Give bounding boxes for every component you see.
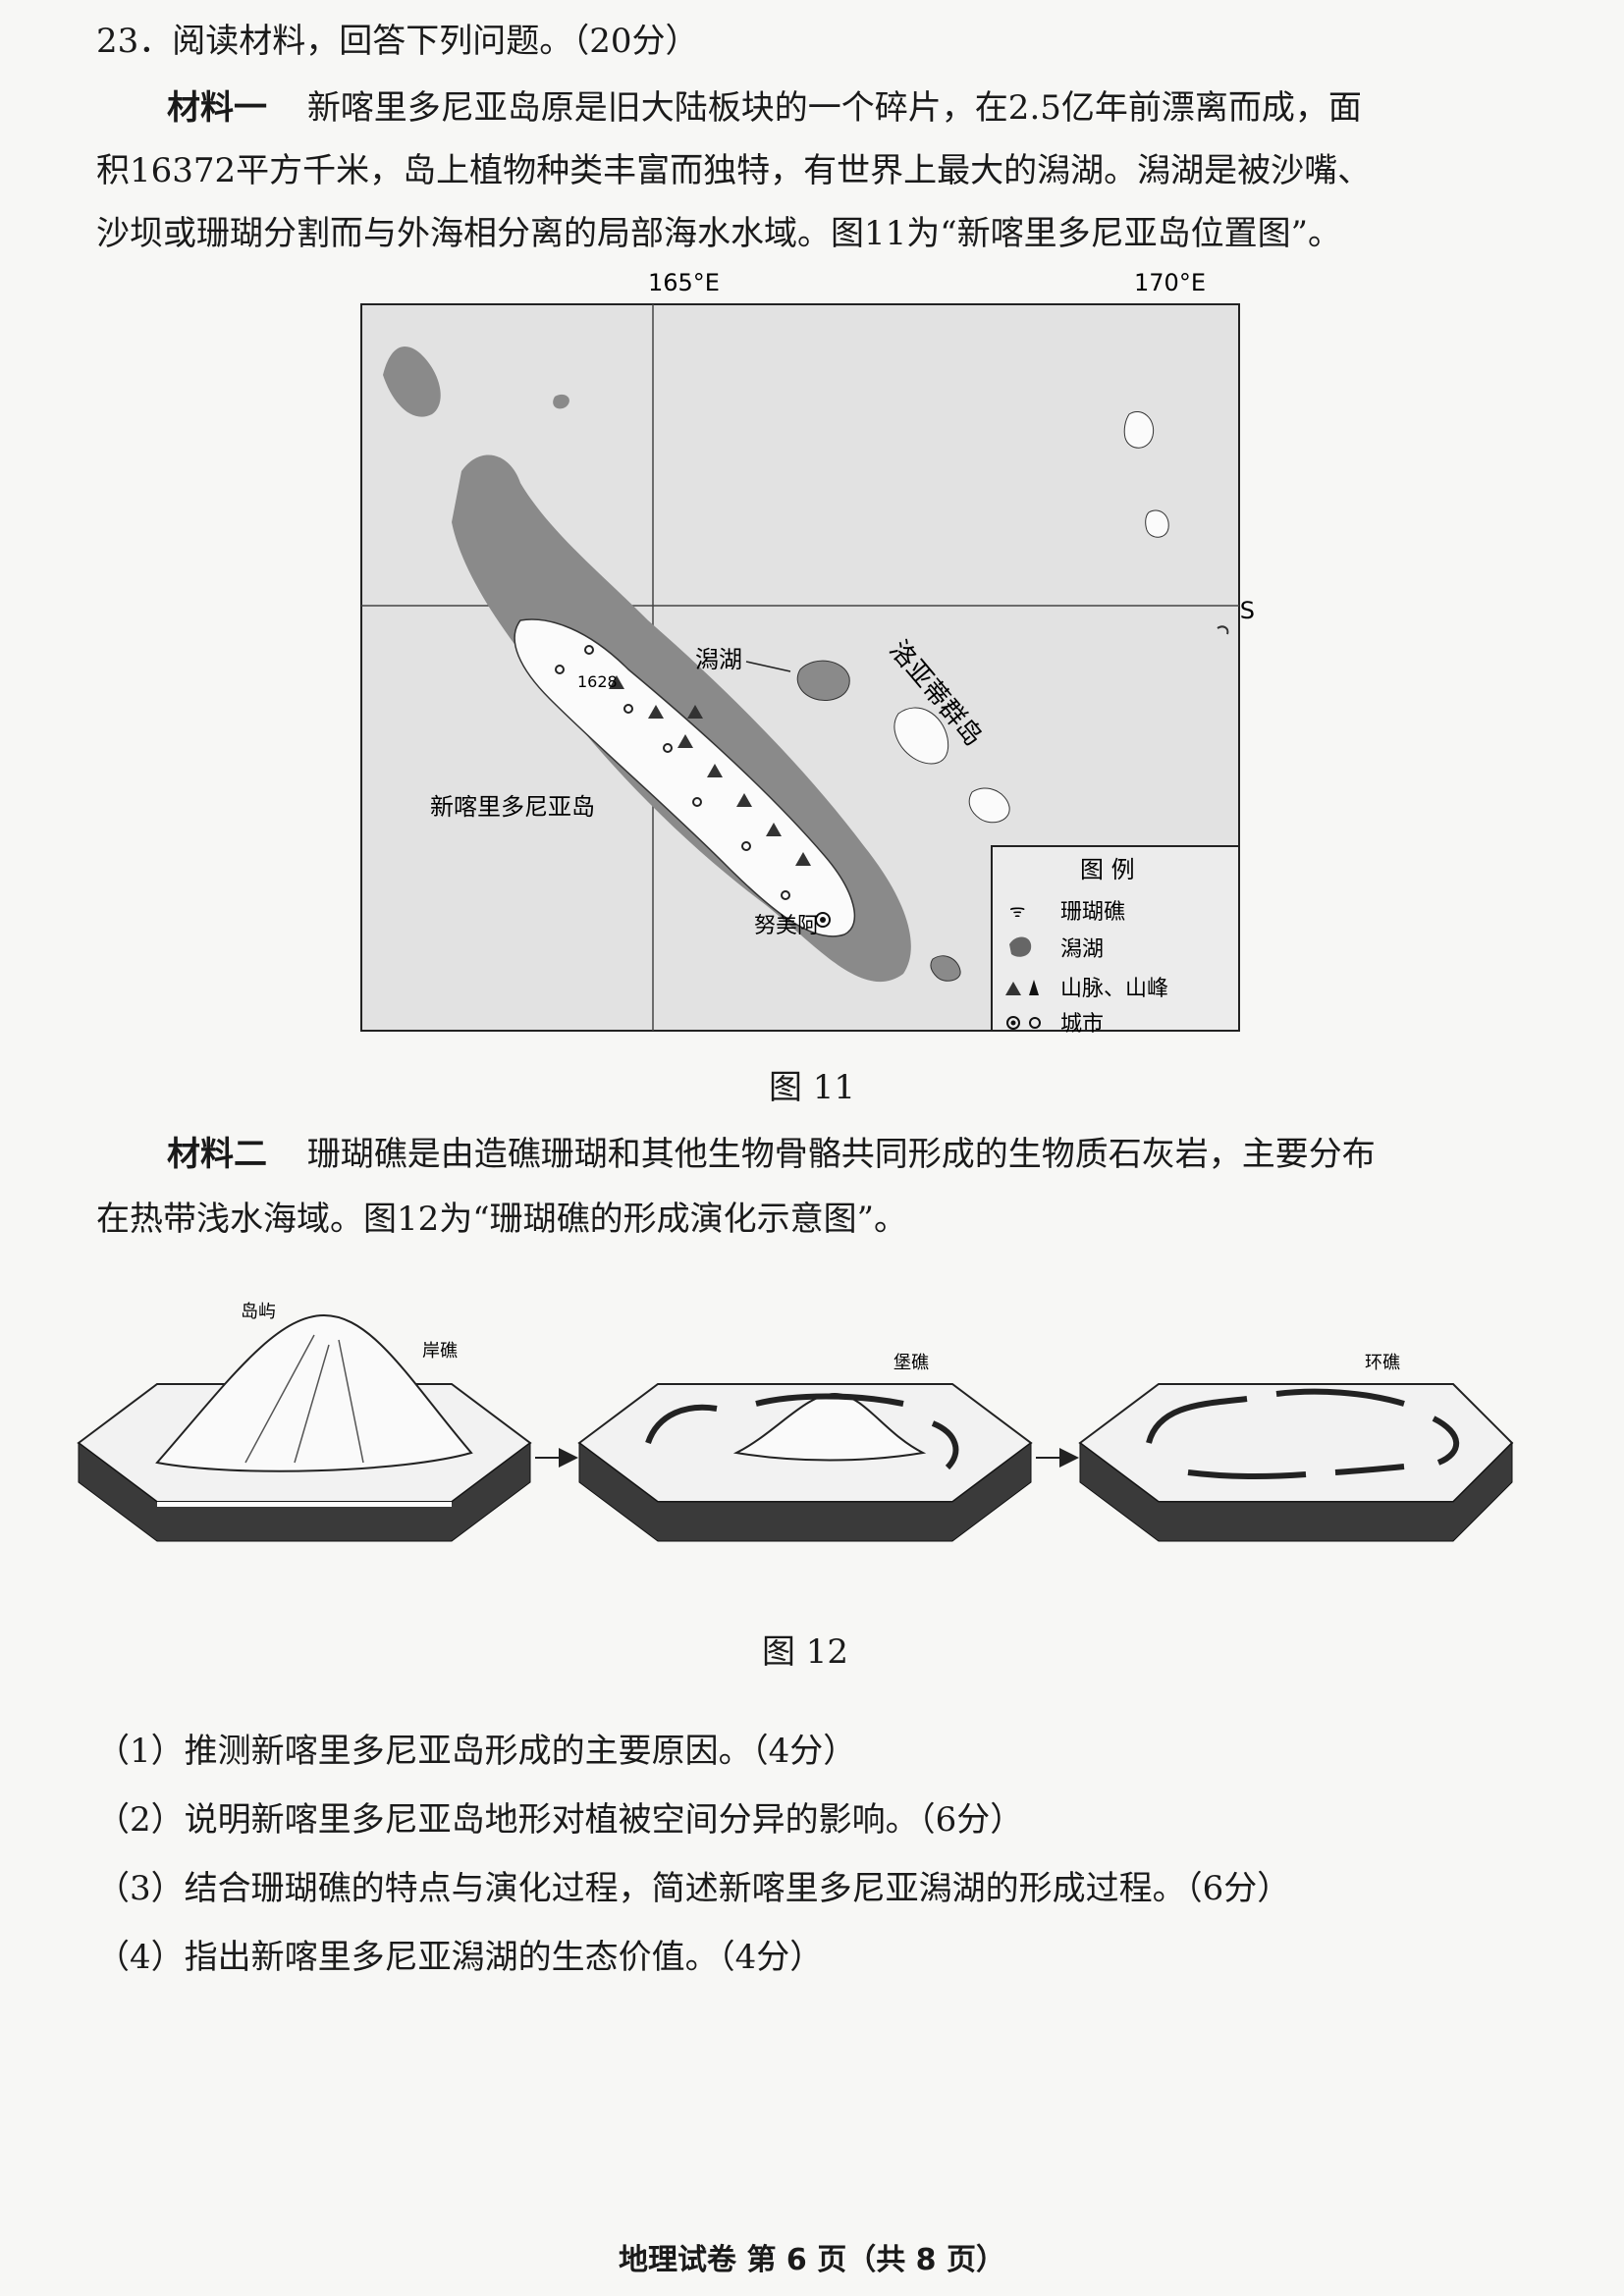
atoll-block: 环礁 [1078,1353,1514,1542]
city-symbols [555,645,790,900]
lon-170-label: 170°E [1134,269,1206,296]
capital-icon-dot [1010,1020,1016,1026]
material1-line-3: 沙坝或珊瑚分割而与外海相分离的局部海水水域。图11为“新喀里多尼亚岛位置图”。 [96,214,1342,253]
small-islet [553,394,569,409]
coral-reef-evolution-diagram: 岛屿 岸礁 堡礁 环礁 [77,1302,1514,1542]
lagoon-label: 潟湖 [695,646,742,673]
city-icon [1029,1017,1041,1029]
eastern-islet-3 [1217,625,1229,635]
northern-islet-lagoon [383,347,441,417]
southern-islet [930,955,961,982]
material2-label: 材料二 [167,1135,267,1174]
page-footer: 地理试卷 第 6 页（共 8 页） [619,2243,1005,2277]
legend-item-city: 城市 [1060,1012,1104,1037]
question-heading: 23．阅读材料，回答下列问题。（20分） [96,22,699,61]
island-label: 岛屿 [241,1302,276,1322]
noumea-city-dot [820,917,826,923]
eastern-islet-2 [1145,509,1169,538]
main-island-land [514,618,856,937]
eastern-islet-1 [1123,411,1155,449]
figure-12-caption: 图 12 [761,1632,849,1672]
island-label: 新喀里多尼亚岛 [430,793,595,821]
material1-label: 材料一 [167,88,267,128]
fringing-reef-label: 岸礁 [422,1341,458,1362]
mountain-range-icon [1005,982,1021,995]
peak-label: 1628 [577,672,618,691]
loyalty-lagoon [796,660,850,701]
city-label: 努美阿 [754,914,819,938]
atoll-ring [1146,1388,1460,1480]
sub-question-1: （1）推测新喀里多尼亚岛形成的主要原因。（4分） [96,1732,857,1771]
material2-text-1: 珊瑚礁是由造礁珊瑚和其他生物骨骼共同形成的生物质石灰岩，主要分布 [306,1135,1376,1174]
new-caledonia-location-map: 165°E 170°E 20°S 1628 新喀里多尼亚岛 努美阿 潟湖 洛亚蒂… [360,269,1255,1037]
barrier-reef-label: 堡礁 [893,1353,929,1373]
material2-line-1: 材料二 珊瑚礁是由造礁珊瑚和其他生物骨骼共同形成的生物质石灰岩，主要分布 [167,1131,1376,1178]
sub-question-3: （3）结合珊瑚礁的特点与演化过程，简述新喀里多尼亚潟湖的形成过程。（6分） [96,1869,1291,1908]
atoll-label: 环礁 [1365,1353,1400,1373]
capital-icon [1006,1016,1020,1030]
material2-line-2: 在热带浅水海域。图12为“珊瑚礁的形成演化示意图”。 [96,1200,908,1239]
figure-11-caption: 图 11 [768,1068,856,1107]
lon-165-label: 165°E [648,269,720,296]
material1-line-2: 积16372平方千米，岛上植物种类丰富而独特，有世界上最大的潟湖。潟湖是被沙嘴、 [96,151,1372,190]
lagoon-pointer [745,661,791,672]
fringing-reef-block: 岛屿 岸礁 [77,1302,532,1542]
legend-box [991,845,1240,1032]
mountain-symbols [609,675,811,866]
legend-title: 图 例 [1080,856,1135,883]
material1-line-1: 材料一 新喀里多尼亚岛原是旧大陆板块的一个碎片，在2.5亿年前漂离而成，面 [167,84,1362,132]
barrier-reef-block: 堡礁 [577,1353,1033,1542]
loyalty-island-3 [968,787,1010,824]
barrier-reef-ring [645,1393,959,1470]
coral-reef-icon: ᯤ [1009,901,1025,922]
sub-question-4: （4）指出新喀里多尼亚潟湖的生态价值。（4分） [96,1938,824,1977]
legend-item-coral-reef: 珊瑚礁 [1060,900,1125,925]
peak-icon [1029,980,1039,995]
material1-text-1: 新喀里多尼亚岛原是旧大陆板块的一个碎片，在2.5亿年前漂离而成，面 [306,88,1362,128]
map-legend: 图 例 ᯤ 珊瑚礁 潟湖 山脉、山峰 城市 [991,845,1240,1037]
sinking-island [732,1392,927,1462]
lagoon-icon [1009,936,1032,957]
legend-item-lagoon: 潟湖 [1060,937,1104,962]
noumea-city-icon [815,912,831,928]
sub-question-2: （2）说明新喀里多尼亚岛地形对植被空间分异的影响。（6分） [96,1800,1024,1840]
loyalty-island-2 [893,707,949,765]
legend-item-mountain: 山脉、山峰 [1060,977,1168,1001]
